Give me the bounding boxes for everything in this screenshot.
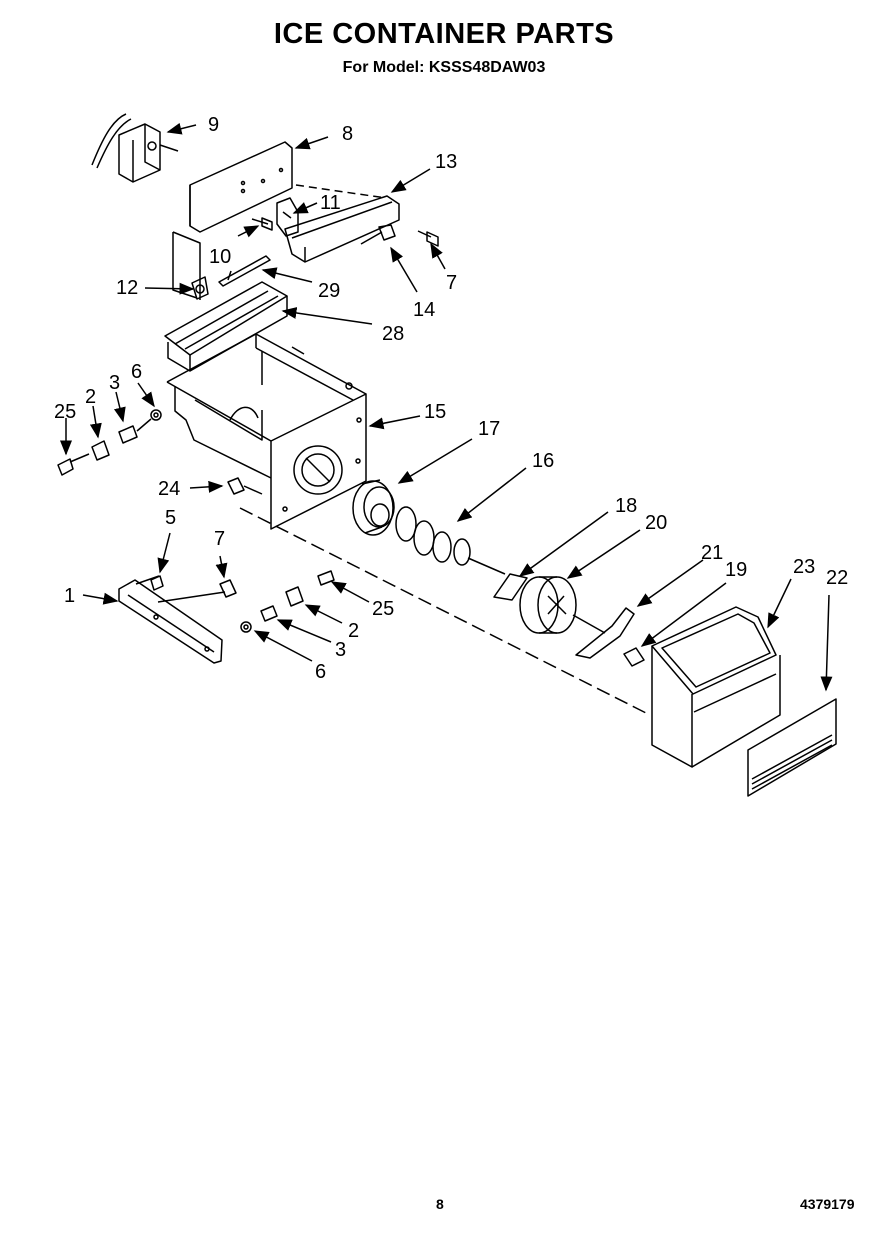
part-18-plate [493, 573, 528, 601]
part-7-screw-upper [417, 230, 439, 247]
callout-2-left: 2 [85, 386, 96, 408]
part-8-bracket [172, 141, 293, 300]
callout-19: 19 [725, 559, 747, 581]
page-title: ICE CONTAINER PARTS [273, 18, 615, 50]
callout-16: 16 [532, 450, 554, 472]
callout-7-lower: 7 [214, 528, 225, 550]
callout-23: 23 [793, 556, 815, 578]
part-15-housing [166, 333, 367, 530]
callout-9: 9 [208, 114, 219, 136]
part-14-screw [360, 224, 396, 245]
callout-14: 14 [413, 299, 435, 321]
callout-5: 5 [165, 507, 176, 529]
callout-6-left: 6 [131, 361, 142, 383]
callout-18: 18 [615, 495, 637, 517]
model-subtitle: For Model: KSSS48DAW03 [342, 59, 546, 76]
callout-24: 24 [158, 478, 180, 500]
callout-29: 29 [318, 280, 340, 302]
part-22-panel [747, 698, 837, 797]
callout-25-right: 25 [372, 598, 394, 620]
callout-10: 10 [209, 246, 231, 268]
part-9-motor-switch [91, 113, 179, 183]
part-7-screw-lower [219, 579, 237, 598]
part-17-bushing [352, 479, 395, 536]
callout-7: 7 [446, 272, 457, 294]
right-hardware-group [240, 570, 335, 633]
left-hardware-group [57, 409, 162, 476]
callout-13: 13 [435, 151, 457, 173]
part-5-block [150, 575, 164, 591]
callout-22: 22 [826, 567, 848, 589]
part-13-cover [284, 184, 400, 263]
callout-8: 8 [342, 123, 353, 145]
callout-25-left: 25 [54, 401, 76, 423]
page-number: 8 [436, 1196, 444, 1212]
callout-6-right: 6 [315, 661, 326, 683]
callout-15: 15 [424, 401, 446, 423]
callout-17: 17 [478, 418, 500, 440]
part-16-auger [395, 506, 506, 575]
callout-12: 12 [116, 277, 138, 299]
part-24-screw [227, 477, 263, 495]
callout-labels: 9 8 13 11 10 7 12 29 14 28 6 3 2 25 15 1… [54, 114, 848, 683]
callout-2-right: 2 [348, 620, 359, 642]
callout-1: 1 [64, 585, 75, 607]
callout-28: 28 [382, 323, 404, 345]
part-28-channel [164, 281, 288, 372]
callout-3-left: 3 [109, 372, 120, 394]
document-number: 4379179 [800, 1196, 855, 1212]
part-19-nut [623, 647, 645, 667]
part-21-bracket [575, 607, 635, 659]
callout-3-right: 3 [335, 639, 346, 661]
part-23-bucket [239, 507, 781, 768]
callout-11: 11 [320, 192, 341, 214]
part-1-rail [118, 575, 226, 664]
part-11-clip [276, 197, 299, 237]
part-12-clip [191, 276, 209, 300]
part-10-screw [251, 217, 273, 231]
callout-20: 20 [645, 512, 667, 534]
callout-21: 21 [701, 542, 723, 564]
part-20-wheel [519, 576, 606, 634]
part-29-rod [218, 255, 271, 287]
